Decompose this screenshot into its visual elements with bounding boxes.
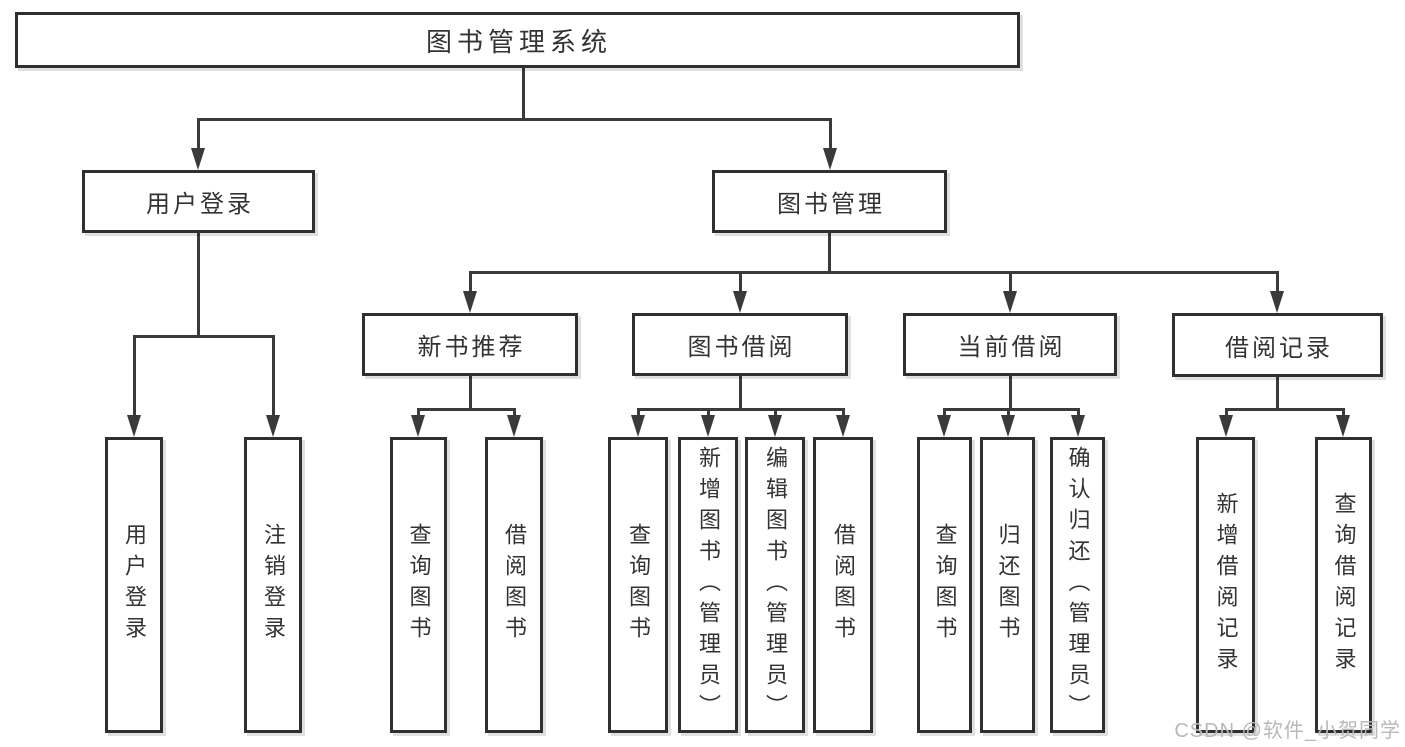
node-br-add: 新增借阅记录 [1196, 437, 1255, 733]
connector-drop-borrow-records-1 [1342, 408, 1345, 419]
connector-drop-new-books-0 [417, 408, 420, 419]
connector-drop-new-books-1 [513, 408, 516, 419]
node-bb-edit: 编辑图书（管理员） [745, 437, 805, 733]
node-label-bb-borrow: 借阅图书 [831, 523, 856, 647]
node-label-nb-query: 查询图书 [406, 523, 432, 647]
node-label-book-borrow: 图书借阅 [687, 334, 796, 361]
connector-drop-book-borrow-2 [774, 408, 777, 419]
arrowhead-new-books-1 [507, 415, 521, 437]
connector-drop-mgmt-0 [469, 271, 472, 295]
connector-stem-root [522, 68, 525, 121]
node-label-br-add: 新增借阅记录 [1213, 492, 1239, 678]
connector-drop-mgmt-2 [1009, 271, 1012, 295]
arrowhead-book-borrow-2 [768, 415, 782, 437]
node-bb-add: 新增图书（管理员） [678, 437, 738, 733]
node-bb-borrow: 借阅图书 [813, 437, 873, 733]
node-new-books: 新书推荐 [362, 313, 578, 376]
node-login: 用户登录 [82, 170, 315, 233]
connector-drop-book-borrow-3 [842, 408, 845, 419]
node-label-nb-borrow: 借阅图书 [502, 523, 527, 647]
connector-drop-mgmt-3 [1276, 271, 1279, 295]
connector-stem-new-books [469, 376, 472, 411]
node-root: 图书管理系统 [15, 12, 1020, 68]
arrowhead-current-borrow-2 [1071, 415, 1085, 437]
arrowhead-borrow-records-1 [1336, 415, 1350, 437]
node-label-br-query: 查询借阅记录 [1331, 492, 1357, 678]
connector-drop-root-0 [197, 118, 200, 152]
arrowhead-root-0 [191, 148, 205, 170]
arrowhead-login-0 [127, 415, 141, 437]
arrowhead-book-borrow-0 [631, 415, 645, 437]
connector-drop-login-0 [133, 335, 136, 419]
node-bb-query: 查询图书 [608, 437, 668, 733]
connector-drop-root-1 [829, 118, 832, 152]
csdn-watermark: CSDN @软件_小贺同学 [1174, 720, 1401, 742]
connector-stem-mgmt [828, 233, 831, 274]
arrowhead-book-borrow-3 [836, 415, 850, 437]
node-cb-query: 查询图书 [917, 437, 972, 733]
node-label-current-borrow: 当前借阅 [957, 334, 1066, 361]
node-label-user-login: 用户登录 [122, 523, 147, 647]
connector-stem-book-borrow [739, 376, 742, 411]
connector-drop-current-borrow-1 [1007, 408, 1010, 419]
connector-bus-mgmt [469, 271, 1279, 274]
arrowhead-current-borrow-1 [1001, 415, 1015, 437]
connector-drop-current-borrow-0 [943, 408, 946, 419]
node-label-cb-query: 查询图书 [932, 523, 958, 647]
node-borrow-records: 借阅记录 [1172, 313, 1383, 377]
connector-stem-current-borrow [1009, 376, 1012, 411]
node-mgmt: 图书管理 [712, 170, 947, 233]
connector-bus-root [197, 118, 832, 121]
node-cb-confirm: 确认归还（管理员） [1050, 437, 1105, 733]
connector-drop-borrow-records-0 [1225, 408, 1228, 419]
arrowhead-mgmt-1 [733, 291, 747, 313]
connector-stem-login [197, 233, 200, 338]
node-label-borrow-records: 借阅记录 [1225, 334, 1333, 362]
arrowhead-book-borrow-1 [701, 415, 715, 437]
connector-bus-login [133, 335, 275, 338]
node-label-bb-add: 新增图书（管理员） [696, 445, 721, 725]
arrowhead-root-1 [823, 148, 837, 170]
node-nb-borrow: 借阅图书 [485, 437, 543, 733]
node-book-borrow: 图书借阅 [632, 313, 848, 376]
arrowhead-current-borrow-0 [937, 415, 951, 437]
arrowhead-mgmt-3 [1270, 291, 1284, 313]
arrowhead-login-1 [266, 415, 280, 437]
connector-drop-mgmt-1 [739, 271, 742, 295]
node-user-login: 用户登录 [105, 437, 163, 733]
connector-drop-current-borrow-2 [1077, 408, 1080, 419]
node-br-query: 查询借阅记录 [1315, 437, 1372, 733]
node-label-mgmt: 图书管理 [777, 191, 885, 218]
node-current-borrow: 当前借阅 [903, 313, 1117, 376]
node-label-bb-query: 查询图书 [626, 523, 651, 647]
connector-bus-borrow-records [1225, 408, 1345, 411]
node-label-cb-return: 归还图书 [995, 523, 1021, 647]
node-label-new-books: 新书推荐 [417, 334, 526, 361]
connector-stem-borrow-records [1276, 376, 1279, 411]
arrowhead-new-books-0 [411, 415, 425, 437]
arrowhead-mgmt-2 [1003, 291, 1017, 313]
node-label-bb-edit: 编辑图书（管理员） [763, 445, 788, 725]
node-label-login: 用户登录 [146, 191, 254, 218]
connector-bus-new-books [417, 408, 516, 411]
connector-bus-current-borrow [943, 408, 1080, 411]
node-cb-return: 归还图书 [980, 437, 1035, 733]
connector-drop-book-borrow-1 [707, 408, 710, 419]
arrowhead-mgmt-0 [463, 291, 477, 313]
node-label-root: 图书管理系统 [425, 26, 612, 57]
connector-drop-login-1 [272, 335, 275, 419]
node-nb-query: 查询图书 [390, 437, 447, 733]
node-logout: 注销登录 [244, 437, 302, 733]
connector-drop-book-borrow-0 [637, 408, 640, 419]
connector-bus-book-borrow [637, 408, 845, 411]
node-label-cb-confirm: 确认归还（管理员） [1065, 445, 1091, 725]
node-label-logout: 注销登录 [261, 523, 286, 647]
arrowhead-borrow-records-0 [1219, 415, 1233, 437]
